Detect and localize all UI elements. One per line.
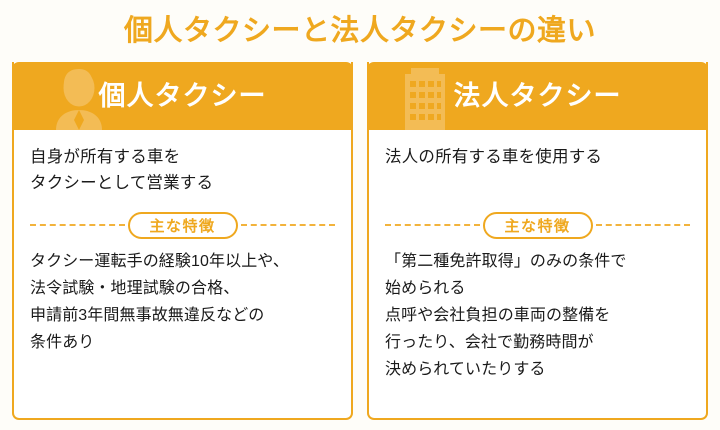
card-summary: 自身が所有する車を タクシーとして営業する: [30, 144, 335, 196]
feature-line: 「第二種免許取得」のみの条件で: [385, 253, 627, 270]
divider-dashed-line-left: [385, 224, 480, 226]
divider-dashed-line-left: [30, 224, 125, 226]
features-divider: 主な特徴: [385, 210, 691, 240]
summary-line: 法人の所有する車を使用する: [385, 148, 603, 166]
card-header-corporate-taxi: 法人タクシー: [367, 62, 708, 130]
features-divider: 主な特徴: [30, 210, 336, 240]
feature-line: 点呼や会社負担の車両の整備を: [385, 307, 611, 324]
feature-line: 法令試験・地理試験の合格、: [30, 280, 240, 297]
feature-line: タクシー運転手の経験10年以上や、: [30, 253, 290, 270]
divider-dashed-line-right: [595, 224, 691, 226]
divider-dashed-line-right: [240, 224, 336, 226]
card-personal-taxi: 個人タクシー 自身が所有する車を タクシーとして営業する 主な特徴 タクシー運転…: [12, 62, 353, 420]
features-badge: 主な特徴: [482, 211, 593, 239]
card-header-title: 法人タクシー: [453, 81, 622, 111]
card-body-personal-taxi: 自身が所有する車を タクシーとして営業する 主な特徴 タクシー運転手の経験10年…: [14, 130, 351, 418]
card-header-title: 個人タクシー: [98, 81, 267, 111]
feature-line: 申請前3年間無事故無違反などの: [30, 307, 265, 324]
card-feature-list: タクシー運転手の経験10年以上や、 法令試験・地理試験の合格、 申請前3年間無事…: [30, 248, 335, 356]
feature-line: 決められていたりする: [385, 361, 546, 378]
feature-line: 始められる: [385, 280, 466, 297]
page-title: 個人タクシーと法人タクシーの違い: [123, 15, 596, 47]
card-body-corporate-taxi: 法人の所有する車を使用する 主な特徴 「第二種免許取得」のみの条件で 始められる…: [369, 130, 706, 418]
feature-line: 条件あり: [30, 334, 95, 351]
card-header-personal-taxi: 個人タクシー: [12, 62, 353, 130]
summary-line: タクシーとして営業する: [30, 174, 214, 192]
comparison-cards: 個人タクシー 自身が所有する車を タクシーとして営業する 主な特徴 タクシー運転…: [12, 62, 708, 420]
card-feature-list: 「第二種免許取得」のみの条件で 始められる 点呼や会社負担の車両の整備を 行った…: [385, 248, 690, 383]
features-badge: 主な特徴: [127, 211, 238, 239]
card-corporate-taxi: 法人タクシー 法人の所有する車を使用する 主な特徴 「第二種免許取得」のみの条件…: [367, 62, 708, 420]
card-summary: 法人の所有する車を使用する: [385, 144, 690, 170]
summary-line: 自身が所有する車を: [30, 148, 181, 166]
feature-line: 行ったり、会社で勤務時間が: [385, 334, 594, 351]
building-silhouette-icon: [397, 62, 453, 130]
